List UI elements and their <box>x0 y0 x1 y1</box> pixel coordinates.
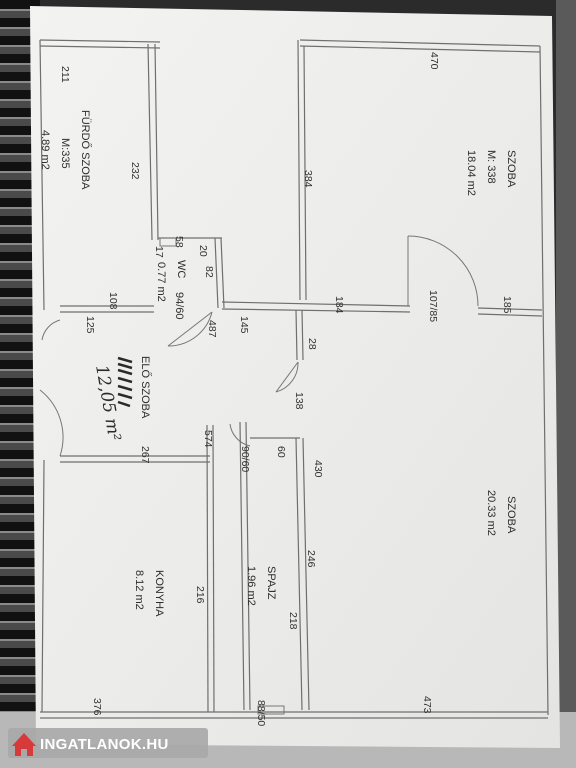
dim-58: 58 <box>173 236 185 248</box>
ingatlanok-watermark[interactable]: INGATLANOK.HU <box>8 728 208 758</box>
dim-246: 246 <box>305 550 317 568</box>
room-furdo-label: M:335 <box>59 138 71 169</box>
room-spajz-name: SPAJZ <box>265 566 277 600</box>
dim-470: 470 <box>428 52 440 70</box>
dim-574: 574 <box>202 430 214 448</box>
room-konyha-area: 8.12 m2 <box>133 570 145 610</box>
room-wc-name: WC <box>175 260 187 278</box>
dim-125: 125 <box>84 316 96 334</box>
dim-60: 60 <box>275 446 287 458</box>
dim-487: 487 <box>206 320 218 338</box>
dim-473: 473 <box>421 696 433 714</box>
room-szoba-2-name: SZOBA <box>505 496 517 534</box>
room-elo-name: ELŐ SZOBA <box>139 356 153 419</box>
dim-82: 82 <box>203 266 215 278</box>
room-szoba-1-name: SZOBA <box>505 150 517 188</box>
room-szoba-2-area: 20.33 m2 <box>485 490 497 536</box>
walls <box>39 39 549 719</box>
dim-108: 108 <box>107 292 119 310</box>
scribble-mark <box>117 356 133 408</box>
dimension-labels: 211 470 232 384 58 17 20 82 108 125 487 … <box>59 52 513 726</box>
dim-107-85: 107/85 <box>427 290 439 322</box>
doors <box>39 235 479 715</box>
house-logo-icon <box>12 733 36 756</box>
dim-384: 384 <box>302 170 314 188</box>
dim-376: 376 <box>91 698 103 716</box>
dim-185: 185 <box>501 296 513 314</box>
dim-211: 211 <box>59 66 71 83</box>
dim-90-60: 90/60 <box>239 446 251 472</box>
room-spajz-area: 1.96 m2 <box>245 566 257 606</box>
watermark-brand: INGATLANOK.HU <box>40 736 169 753</box>
room-szoba-1-label: M: 338 <box>485 150 497 184</box>
room-konyha-name: KONYHA <box>153 570 165 617</box>
dim-184: 184 <box>333 296 345 314</box>
dim-267: 267 <box>139 446 151 464</box>
dim-17: 17 <box>153 246 165 258</box>
dim-88-50: 88/50 <box>255 700 267 726</box>
dim-28: 28 <box>306 338 318 350</box>
room-wc-size: 94/60 <box>173 292 185 320</box>
dim-216: 216 <box>194 586 206 604</box>
room-szoba-1-area: 18.04 m2 <box>465 150 477 196</box>
room-furdo-name: FÜRDŐ SZOBA <box>79 110 93 190</box>
watermark-badge <box>8 728 208 758</box>
room-furdo-area: 4.89 m2 <box>39 130 51 170</box>
right-background <box>556 0 576 768</box>
room-wc-area: 0.77 m2 <box>155 262 167 302</box>
dim-232: 232 <box>129 162 141 180</box>
dim-430: 430 <box>312 460 324 478</box>
dim-218: 218 <box>287 612 299 630</box>
dim-138: 138 <box>293 392 305 410</box>
dim-20: 20 <box>197 245 209 257</box>
dim-145: 145 <box>238 316 250 334</box>
